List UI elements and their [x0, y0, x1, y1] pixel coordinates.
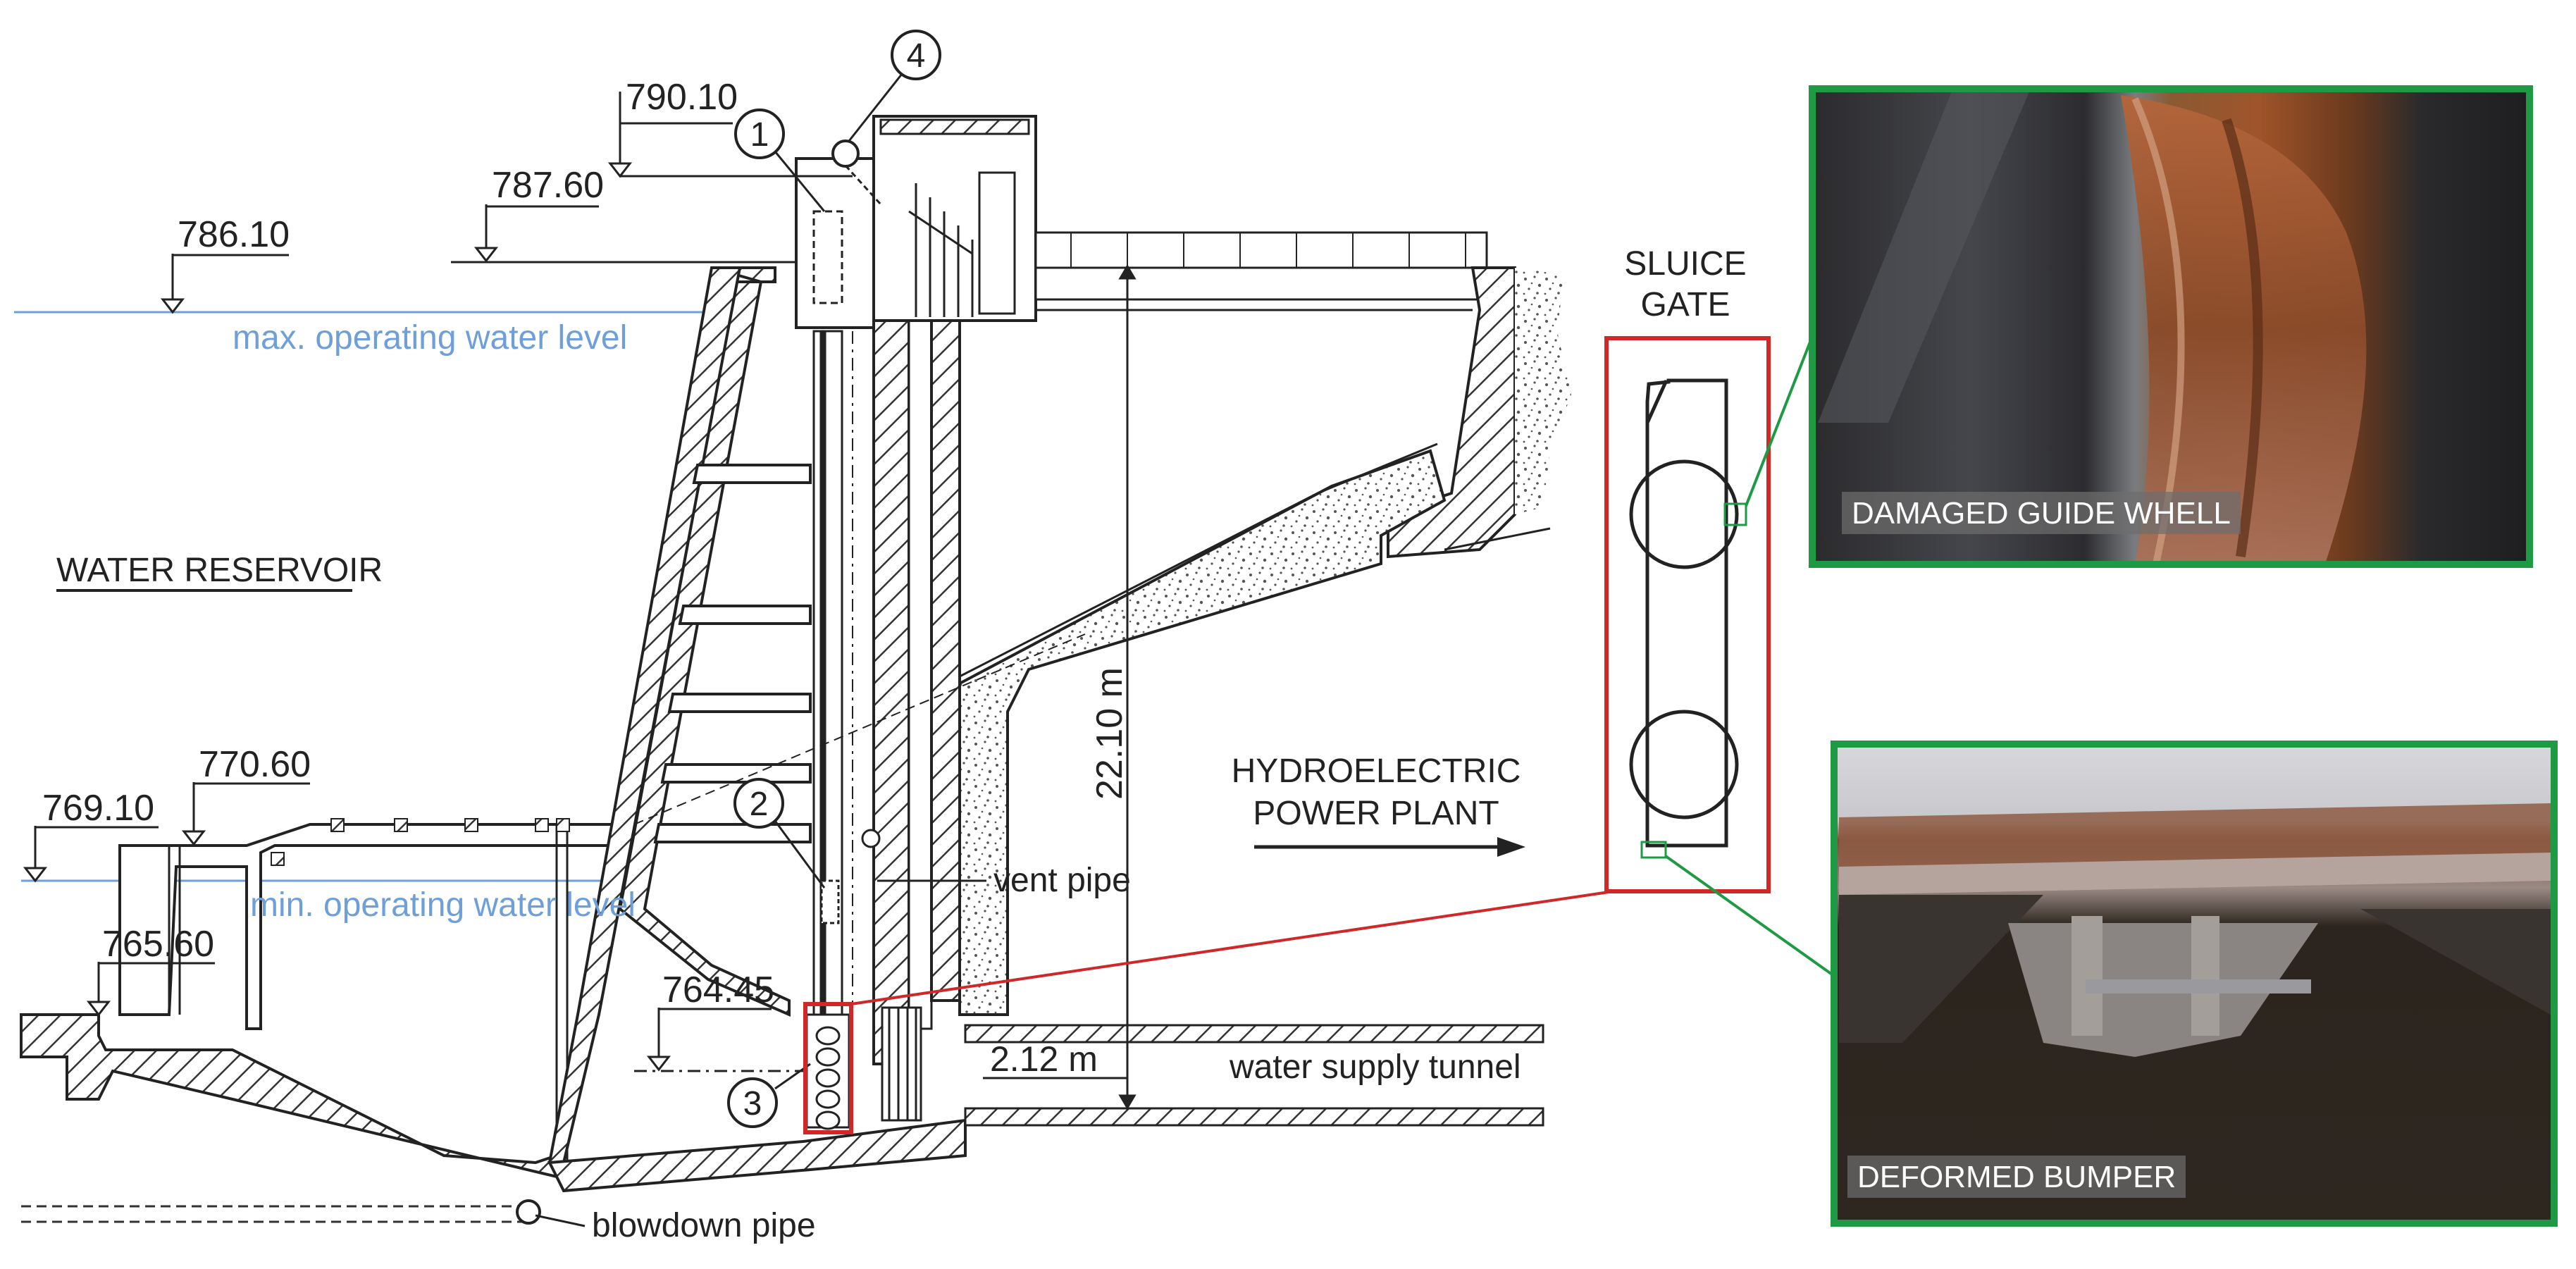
intake-weir: [118, 818, 636, 1163]
gate-shaft: [795, 157, 961, 1130]
water-reservoir-label: WATER RESERVOIR: [56, 552, 383, 589]
level-marker-790: [607, 92, 853, 178]
gate-zoom-leader: [850, 890, 1614, 1005]
callout-2: 2: [733, 778, 826, 889]
callout-3-number: 3: [743, 1085, 762, 1122]
height-dimension-label: 22.10 m: [1089, 667, 1130, 800]
bumper-photo: [1831, 741, 2558, 1227]
water-supply-tunnel-label: water supply tunnel: [1229, 1048, 1521, 1086]
power-plant-label-line1: HYDROELECTRIC: [1232, 753, 1521, 790]
level-764-label: 764.45: [662, 970, 774, 1010]
guide-wheel-caption: DAMAGED GUIDE WHELL: [1842, 492, 2241, 534]
downstream-structure: [958, 266, 1571, 1016]
level-787-label: 787.60: [492, 165, 604, 206]
gate-house: [831, 115, 1037, 322]
sluice-gate-title-line2: GATE: [1640, 286, 1730, 323]
bumper-leader: [1664, 855, 1835, 977]
max-water-level-label: max. operating water level: [233, 319, 627, 357]
level-770-label: 770.60: [199, 744, 311, 785]
sluice-gate-detail-drawing: [1629, 378, 1747, 859]
callout-1-number: 1: [750, 116, 769, 154]
power-plant-label-line2: POWER PLANT: [1253, 795, 1499, 832]
gate-highlight-box: [803, 1002, 853, 1134]
level-769-label: 769.10: [42, 788, 154, 829]
power-plant-arrow: [1254, 837, 1525, 857]
level-765-label: 765.60: [102, 924, 214, 965]
callout-1: 1: [734, 109, 826, 212]
level-marker-769: [23, 826, 159, 883]
callout-2-number: 2: [750, 786, 769, 823]
bumper-caption: DEFORMED BUMPER: [1847, 1156, 2186, 1198]
guide-wheel-leader: [1745, 330, 1816, 507]
water-supply-tunnel-drawing: [964, 1024, 1544, 1156]
access-bridge: [1034, 231, 1488, 311]
blowdown-pipe-label: blowdown pipe: [592, 1207, 816, 1244]
level-790-label: 790.10: [626, 77, 738, 118]
reservoir-bed: [20, 1013, 558, 1225]
level-marker-770: [181, 782, 310, 846]
min-water-level-label: min. operating water level: [250, 886, 636, 924]
callout-4: 4: [848, 30, 941, 142]
guide-wheel-photo: [1809, 85, 2533, 568]
level-marker-787: [451, 204, 796, 264]
level-marker-786: [160, 254, 289, 314]
callout-3: 3: [727, 1063, 811, 1128]
tunnel-dimension-label: 2.12 m: [990, 1039, 1098, 1079]
level-marker-764: [646, 1008, 772, 1072]
sluice-gate-detail-frame: [1604, 336, 1771, 893]
level-786-label: 786.10: [178, 214, 290, 255]
blowdown-pipe-leader: [535, 1214, 586, 1227]
callout-4-number: 4: [907, 37, 926, 75]
vent-pipe-label: vent pipe: [993, 862, 1131, 899]
tunnel-dimension-line: [983, 1041, 1129, 1110]
level-marker-765: [86, 962, 215, 1017]
sluice-gate-title-line1: SLUICE: [1624, 245, 1746, 283]
